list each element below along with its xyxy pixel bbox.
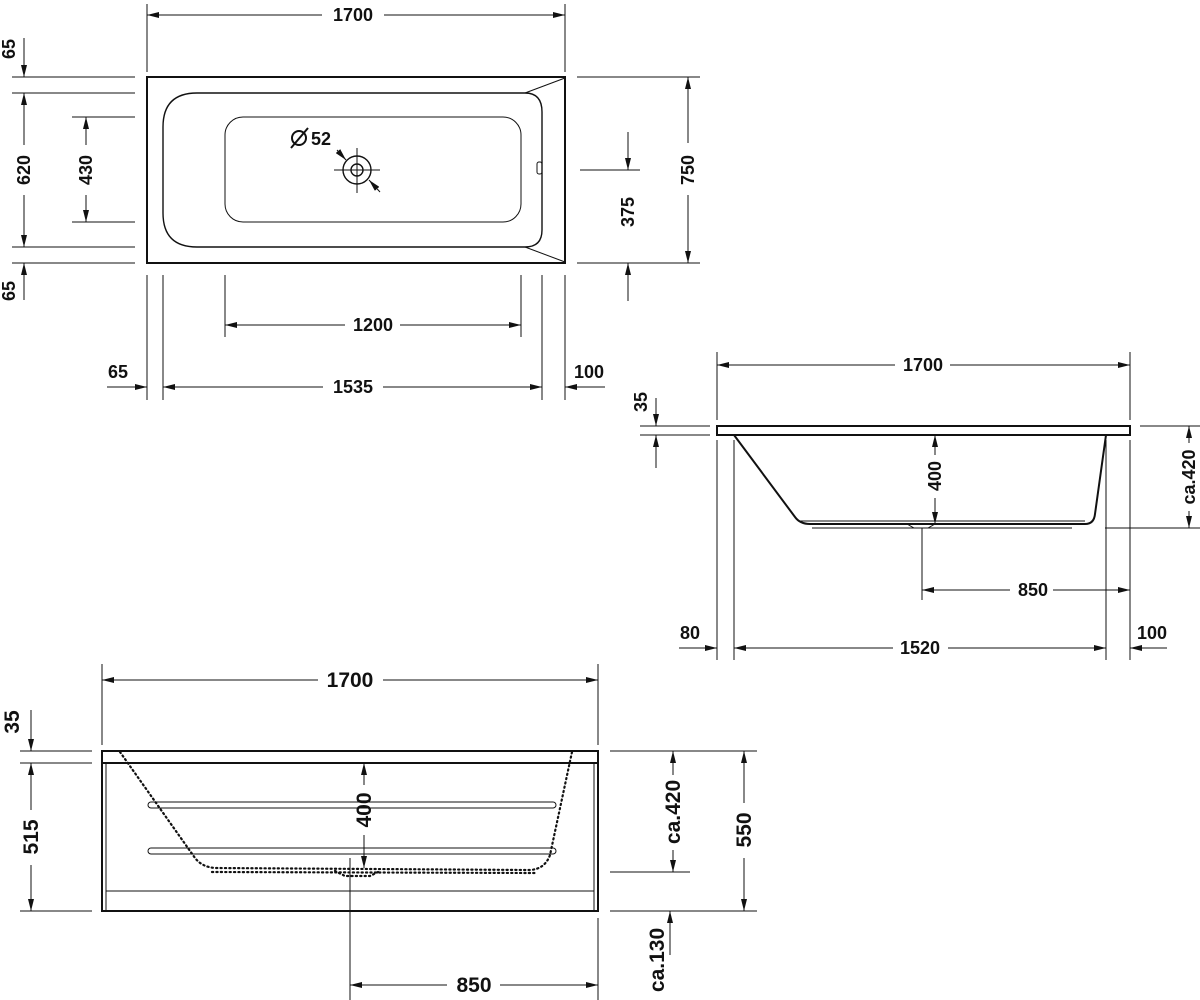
front-drain-distance: 850: [456, 974, 491, 997]
front-total-height: 550: [733, 812, 756, 847]
section-inner-length: 1520: [900, 638, 940, 658]
section-basin: [733, 434, 1107, 525]
section-end-right: 100: [1137, 623, 1167, 643]
plan-overall-length: 1700: [333, 5, 373, 25]
drain-symbol: [334, 148, 381, 193]
plan-drain-offset: 375: [618, 197, 638, 227]
front-panel-height: 515: [20, 819, 43, 854]
section-overall-length: 1700: [903, 355, 943, 375]
section-rim: [716, 425, 1131, 436]
section-drain-distance: 850: [1018, 580, 1048, 600]
front-hidden-basin: [118, 750, 574, 872]
front-floor-clearance: ca.130: [646, 928, 669, 992]
side-section: 1700 35 400 ca.420 850 1520 80 100: [631, 352, 1200, 660]
front-view: 1700 35 515 400 ca.420 550 ca.130 850: [1, 664, 757, 1000]
section-rim-thickness: 35: [631, 392, 651, 412]
plan-floor-length: 1200: [353, 315, 393, 335]
plan-inner-width: 620: [14, 155, 34, 185]
plan-outer-rim: [146, 76, 566, 264]
plan-rim-top: 65: [0, 39, 19, 59]
section-end-left: 80: [680, 623, 700, 643]
section-height: ca.420: [1179, 449, 1199, 504]
section-depth: 400: [925, 461, 945, 491]
grab-bar-upper: [147, 801, 557, 809]
plan-view: 52 1700 65 620 65 430 750: [0, 4, 700, 400]
front-depth: 400: [353, 792, 376, 827]
plan-end-left: 65: [108, 362, 128, 382]
front-overall-length: 1700: [327, 669, 374, 692]
front-height: ca.420: [662, 780, 685, 844]
plan-inner-length: 1535: [333, 377, 373, 397]
front-rim: [101, 750, 599, 764]
grab-bar-lower: [147, 847, 557, 855]
front-rim-thickness: 35: [1, 710, 24, 734]
plan-floor: [224, 116, 522, 223]
plan-floor-width: 430: [76, 155, 96, 185]
plan-rim-bottom: 65: [0, 281, 19, 301]
plan-end-right: 100: [574, 362, 604, 382]
plan-overall-width: 750: [678, 155, 698, 185]
drain-diameter-label: 52: [311, 129, 331, 149]
diameter-icon: [290, 127, 309, 149]
overflow-slot: [536, 161, 543, 175]
